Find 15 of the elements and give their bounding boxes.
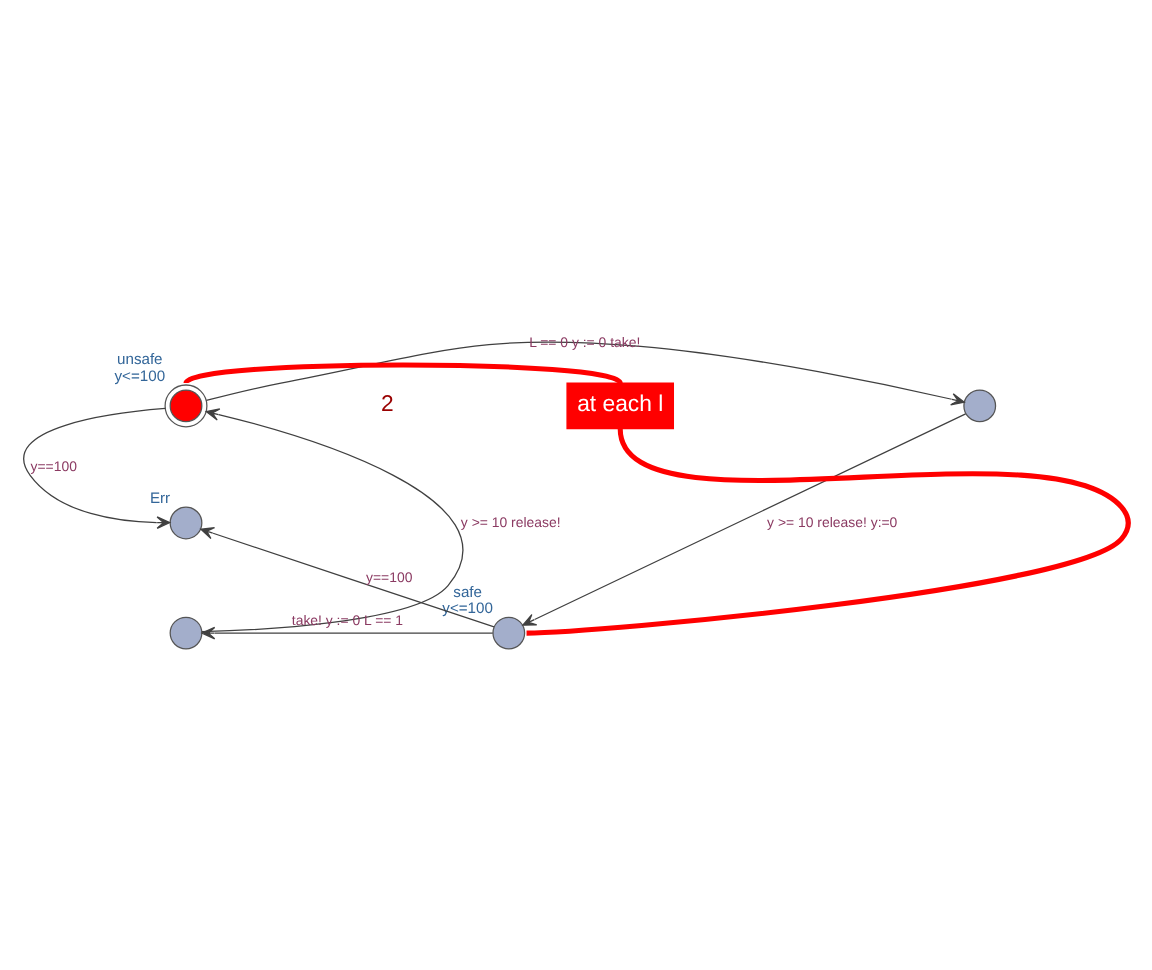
- node-circle: [169, 616, 203, 650]
- arrow: [200, 527, 495, 628]
- arrow: [23, 407, 171, 529]
- node-circle: [169, 506, 203, 540]
- arrow: [522, 413, 967, 626]
- node-box: at each l: [566, 382, 674, 430]
- arrow: [201, 408, 464, 633]
- connector: [526, 427, 1130, 636]
- label: 2: [380, 393, 394, 418]
- arrow: [201, 626, 494, 640]
- node-circle: [164, 384, 208, 428]
- connector: [184, 362, 622, 386]
- node-circle: [492, 616, 526, 650]
- node-circle: [963, 389, 997, 423]
- arrow: [205, 341, 965, 406]
